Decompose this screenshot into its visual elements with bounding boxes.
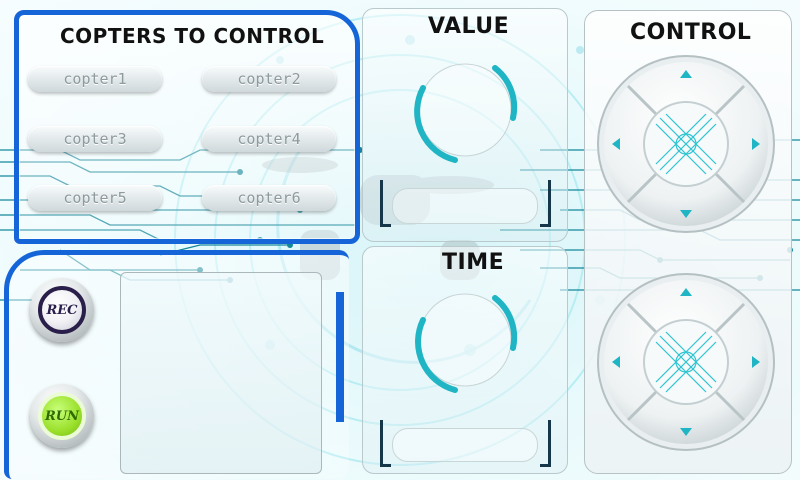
copter3-button[interactable]: copter3 [28,126,162,152]
arrow-down-icon[interactable] [680,428,692,436]
direction-pad-1[interactable] [594,52,778,236]
rec-button[interactable]: REC [30,278,94,342]
record-timeline-area[interactable] [120,272,322,474]
copter6-button[interactable]: copter6 [202,185,336,211]
direction-pad-2[interactable] [594,270,778,454]
copter2-button[interactable]: copter2 [202,66,336,92]
control-panel-title: CONTROL [630,20,752,45]
record-panel-accent-bar [336,292,344,422]
copters-panel-title: COPTERS TO CONTROL [60,24,325,48]
time-slider-track[interactable] [392,428,538,462]
value-slider-track[interactable] [392,188,538,224]
arrow-down-icon[interactable] [680,210,692,218]
run-button[interactable]: RUN [30,384,94,448]
arrow-left-icon[interactable] [612,138,620,150]
arrow-right-icon[interactable] [752,356,760,368]
crosshair-icon [655,113,717,175]
value-panel-title: VALUE [428,14,510,39]
copter4-button[interactable]: copter4 [202,126,336,152]
value-slider-left-bracket [380,180,391,227]
time-dial[interactable] [395,276,535,406]
crosshair-icon [655,331,717,393]
arrow-up-icon[interactable] [680,70,692,78]
time-slider-left-bracket [380,420,391,467]
time-panel-title: TIME [442,250,505,275]
rec-button-label: REC [38,286,86,334]
arrow-up-icon[interactable] [680,288,692,296]
copter5-button[interactable]: copter5 [28,185,162,211]
value-slider-right-bracket [540,180,551,227]
run-button-label: RUN [38,392,86,440]
copter1-button[interactable]: copter1 [28,66,162,92]
value-dial[interactable] [395,48,535,178]
time-slider-right-bracket [540,420,551,467]
arrow-right-icon[interactable] [752,138,760,150]
arrow-left-icon[interactable] [612,356,620,368]
